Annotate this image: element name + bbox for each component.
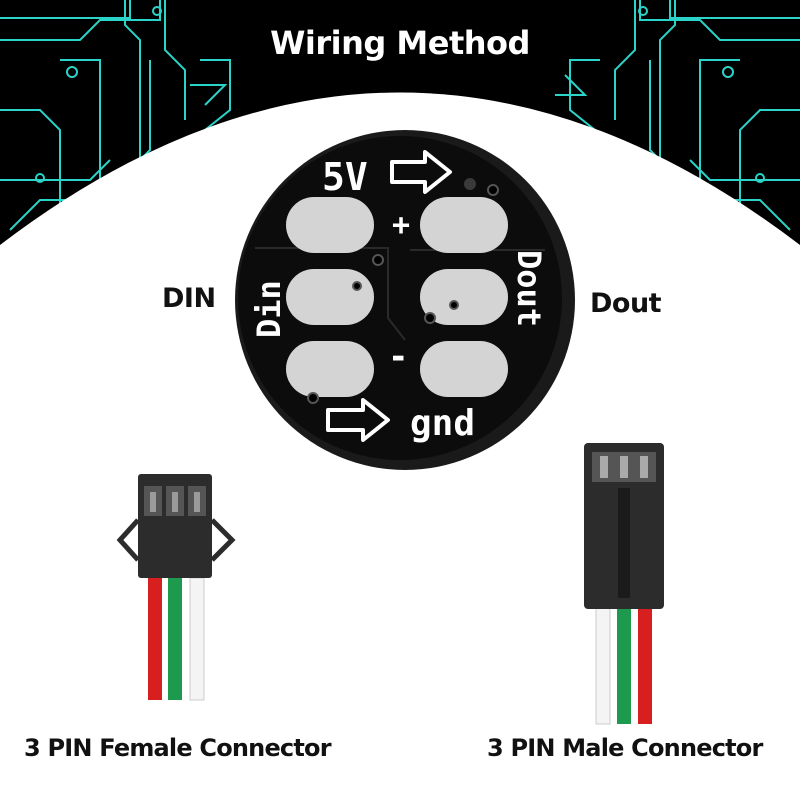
pad-5v-left [286,197,374,253]
female-pin-3 [194,492,200,512]
female-connector-wires [148,577,205,701]
female-wire-red [148,578,162,700]
pad-dout [420,269,508,325]
male-wire-green [617,606,631,724]
page-title: Wiring Method [270,24,530,62]
pad-gnd-right [420,341,508,397]
female-pin-1 [150,492,156,512]
male-connector-label: 3 PIN Male Connector [487,734,763,762]
din-label: DIN [162,283,216,314]
pad-5v-right [420,197,508,253]
male-wire-red [638,606,652,724]
silkscreen-dout: Dout [510,250,548,327]
female-connector-latch-right [210,518,236,562]
silkscreen-gnd: gnd [410,403,475,444]
arrow-right-icon [390,150,452,194]
circuit-traces-left [0,0,231,231]
male-wire-white [595,605,611,725]
silkscreen-5v: 5V [322,155,368,199]
silkscreen-din: Din [250,280,288,338]
male-pin-2 [620,456,628,478]
led-dot [464,178,476,190]
silkscreen-minus: - [388,337,408,377]
male-connector [584,443,664,725]
female-wire-green [168,578,182,700]
male-connector-ridge [618,488,630,598]
circuit-traces-right [555,0,800,231]
silkscreen-plus: + [392,208,410,243]
dout-label: Dout [590,288,662,319]
female-connector-label: 3 PIN Female Connector [24,734,332,762]
led-pcb-board: 5V + - gnd Din Dout [235,130,575,470]
female-pin-2 [172,492,178,512]
pad-gnd-left [286,341,374,397]
pad-din [286,269,374,325]
male-pin-3 [640,456,648,478]
female-connector [116,474,236,701]
female-connector-latch-left [116,518,140,562]
male-pin-1 [600,456,608,478]
male-connector-wires [595,605,652,725]
arrow-right-icon [326,398,390,442]
vias [307,184,499,404]
solder-pads [286,197,508,397]
female-wire-white [189,577,205,701]
